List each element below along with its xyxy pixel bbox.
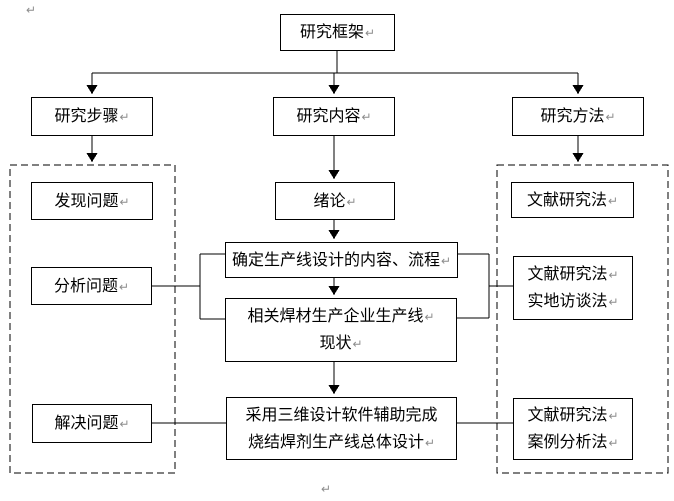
node-determine-design-content: 确定生产线设计的内容、流程↵ bbox=[225, 242, 458, 278]
node-label: 相关焊材生产企业生产线 bbox=[247, 308, 424, 325]
paragraph-mark-icon: ↵ bbox=[424, 310, 435, 324]
node-label: 实地访谈法 bbox=[527, 293, 608, 310]
node-label: 采用三维设计软件辅助完成 bbox=[245, 406, 438, 424]
paragraph-mark-icon: ↵ bbox=[119, 194, 130, 209]
paragraph-mark-icon: ↵ bbox=[608, 409, 619, 423]
node-label: 文献研究法 bbox=[527, 407, 608, 424]
node-find-problem: 发现问题↵ bbox=[31, 182, 153, 220]
paragraph-mark-icon: ↵ bbox=[424, 435, 436, 450]
node-label: 研究内容 bbox=[296, 108, 361, 125]
node-label: 研究步骤 bbox=[54, 108, 119, 125]
node-research-content: 研究内容↵ bbox=[273, 97, 395, 136]
node-label: 发现问题 bbox=[54, 192, 119, 210]
paragraph-mark-icon: ↵ bbox=[608, 295, 619, 309]
paragraph-mark-icon: ↵ bbox=[440, 253, 452, 268]
paragraph-mark-icon: ↵ bbox=[605, 110, 616, 124]
paragraph-mark-icon: ↵ bbox=[119, 110, 130, 124]
node-solve-problem: 解决问题↵ bbox=[32, 404, 152, 443]
connector-analyze-bracket bbox=[152, 253, 225, 320]
node-label: 案例分析法 bbox=[527, 434, 608, 451]
node-literature-interview: 文献研究法↵ 实地访谈法↵ bbox=[513, 256, 633, 320]
node-label: 确定生产线设计的内容、流程 bbox=[231, 251, 440, 269]
node-label: 现状 bbox=[319, 335, 352, 352]
node-introduction: 绪论↵ bbox=[275, 182, 395, 220]
connector-methods-bracket bbox=[457, 253, 513, 319]
node-analyze-problem: 分析问题↵ bbox=[31, 267, 152, 305]
paragraph-mark-icon: ↵ bbox=[321, 482, 332, 496]
node-label: 研究框架 bbox=[299, 24, 364, 41]
node-research-method: 研究方法↵ bbox=[512, 97, 644, 136]
steps-group-dashed-container bbox=[9, 164, 176, 474]
node-overall-3d-design: 采用三维设计软件辅助完成 烧结焊剂生产线总体设计↵ bbox=[226, 397, 457, 460]
node-label: 研究方法 bbox=[540, 108, 605, 125]
node-label: 文献研究法 bbox=[526, 191, 607, 209]
node-label: 分析问题 bbox=[53, 277, 118, 295]
node-label: 绪论 bbox=[313, 192, 346, 210]
node-label: 解决问题 bbox=[54, 415, 119, 432]
node-literature-case-analysis: 文献研究法↵ 案例分析法↵ bbox=[513, 398, 633, 460]
paragraph-mark-icon: ↵ bbox=[607, 193, 619, 208]
paragraph-mark-icon: ↵ bbox=[608, 436, 619, 450]
paragraph-mark-icon: ↵ bbox=[346, 194, 357, 209]
node-research-framework: 研究框架↵ bbox=[280, 14, 395, 51]
paragraph-mark-icon: ↵ bbox=[361, 110, 372, 124]
paragraph-mark-icon: ↵ bbox=[608, 268, 619, 282]
node-label: 文献研究法 bbox=[527, 266, 608, 283]
paragraph-mark-icon: ↵ bbox=[119, 417, 130, 431]
methods-group-dashed-container bbox=[496, 164, 669, 474]
node-label: 烧结焊剂生产线总体设计 bbox=[247, 433, 424, 451]
paragraph-mark-icon: ↵ bbox=[118, 279, 130, 294]
paragraph-mark-icon: ↵ bbox=[364, 26, 376, 40]
node-literature-research: 文献研究法↵ bbox=[511, 182, 634, 218]
node-production-line-status: 相关焊材生产企业生产线↵ 现状↵ bbox=[225, 298, 457, 362]
paragraph-mark-icon: ↵ bbox=[352, 337, 363, 351]
paragraph-mark-icon: ↵ bbox=[26, 3, 37, 17]
node-research-steps: 研究步骤↵ bbox=[31, 97, 153, 136]
